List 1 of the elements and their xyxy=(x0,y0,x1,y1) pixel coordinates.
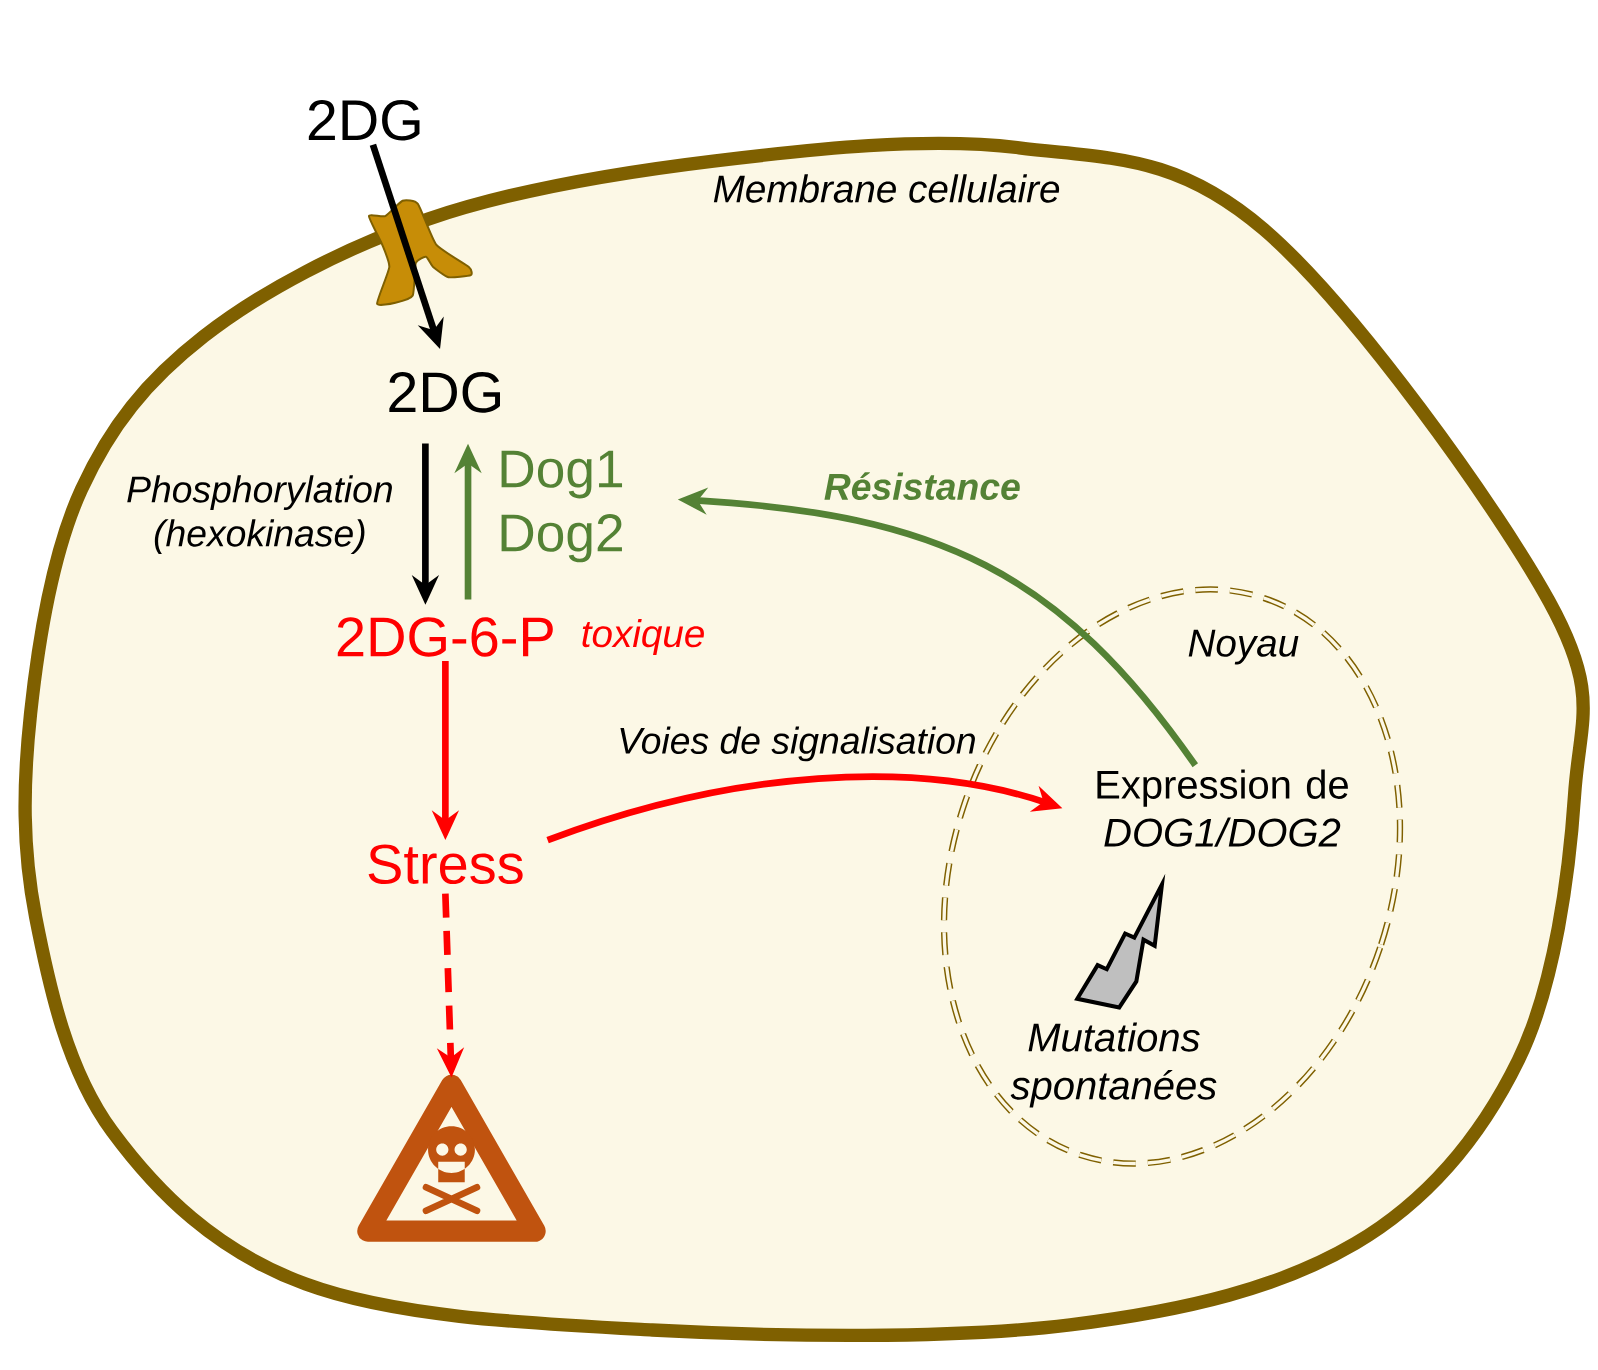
term-label: 2DG xyxy=(308,100,420,141)
